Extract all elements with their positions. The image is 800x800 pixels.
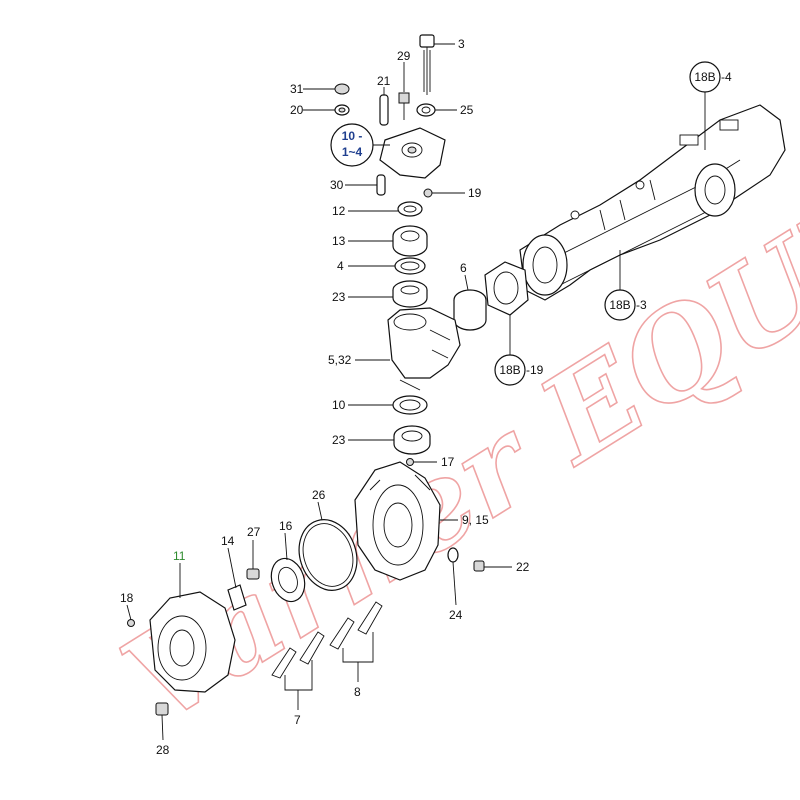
ref-18b-3-label: 18B: [609, 298, 630, 312]
bolt-18: [127, 619, 135, 627]
ref-18b-19-label: 18B: [499, 363, 520, 377]
hub-housing: [354, 461, 441, 581]
label-20: 20: [290, 103, 304, 117]
collar-6: [453, 289, 487, 331]
ref-18b-4-suffix: -4: [721, 70, 732, 84]
label-10: 10: [332, 398, 346, 412]
washer-20: [334, 104, 350, 116]
label-6: 6: [460, 261, 467, 275]
hub-cover: [149, 591, 236, 693]
ring-24: [447, 547, 459, 563]
ref-10-label: 10 -: [342, 129, 363, 143]
label-8: 8: [354, 685, 361, 699]
label-9-15: 9, 15: [462, 513, 489, 527]
plug-17: [406, 458, 414, 466]
part-labels: 3 29 31 21 20 25 30 19 12 13 4 23 6 5,32…: [120, 37, 530, 757]
o-ring-26: [298, 519, 358, 591]
label-23b: 23: [332, 433, 346, 447]
label-18: 18: [120, 591, 134, 605]
shim-4: [394, 257, 426, 275]
ref-circle-18b-4: 18B -4: [689, 61, 732, 93]
ref-18b-3-suffix: -3: [636, 298, 647, 312]
label-16: 16: [279, 519, 293, 533]
washer-25: [416, 103, 436, 117]
label-25: 25: [460, 103, 474, 117]
bolt-29: [398, 92, 410, 120]
bearing-23b: [393, 425, 431, 455]
label-12: 12: [332, 204, 346, 218]
bolt-28: [155, 702, 169, 716]
nut-31: [334, 83, 350, 95]
seal-16: [270, 557, 306, 603]
label-17: 17: [441, 455, 455, 469]
ref-18b-19-suffix: -19: [526, 363, 544, 377]
bolt-3: [419, 34, 435, 95]
label-31: 31: [290, 82, 304, 96]
label-11: 11: [173, 549, 186, 563]
bolt-22: [473, 560, 485, 572]
label-21: 21: [377, 74, 391, 88]
label-19: 19: [468, 186, 482, 200]
label-7: 7: [294, 713, 301, 727]
label-23a: 23: [332, 290, 346, 304]
bearing-13: [392, 225, 428, 257]
lock-nut: [484, 261, 529, 316]
label-30: 30: [330, 178, 344, 192]
ref-18b-4-label: 18B: [694, 70, 715, 84]
ref-circle-18b-19: 18B -19: [494, 354, 544, 386]
axle-housing: [519, 104, 786, 301]
label-27: 27: [247, 525, 261, 539]
label-29: 29: [397, 49, 411, 63]
label-3: 3: [458, 37, 465, 51]
seal-12: [397, 201, 423, 217]
label-4: 4: [337, 259, 344, 273]
label-13: 13: [332, 234, 346, 248]
label-14: 14: [221, 534, 235, 548]
grease-19: [423, 188, 433, 198]
cover-plate: [379, 127, 446, 179]
label-26: 26: [312, 488, 326, 502]
brake-shoes-8: [329, 601, 383, 650]
label-28: 28: [156, 743, 170, 757]
pin-21: [379, 94, 389, 126]
seal-10: [392, 395, 428, 415]
leader-lines: [126, 43, 706, 741]
pin-30: [376, 174, 386, 196]
label-5-32: 5,32: [328, 353, 352, 367]
label-24: 24: [449, 608, 463, 622]
bearing-23a: [392, 280, 428, 308]
brake-shoes-7: [271, 631, 325, 679]
steering-knuckle: [387, 307, 461, 391]
bolt-27: [246, 568, 260, 580]
ref-1-4-label: 1~4: [342, 145, 363, 159]
ref-circle-18b-3: 18B -3: [604, 289, 647, 321]
label-22: 22: [516, 560, 530, 574]
ref-circle-10-1-4: 10 - 1~4: [330, 123, 374, 167]
